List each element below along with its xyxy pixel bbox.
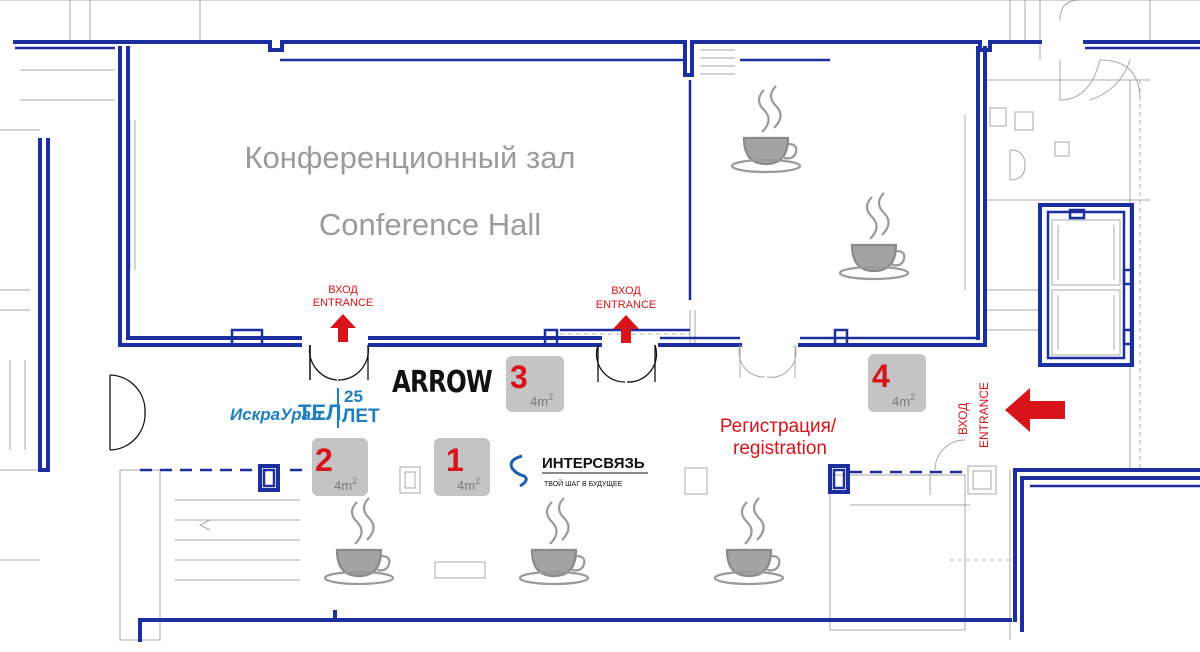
- booth-1-number: 1: [446, 442, 464, 478]
- booth-4-area-exp: 2: [910, 392, 915, 402]
- intersvyaz-logo: ИНТЕРСВЯЗЬ ТВОЙ ШАГ В БУДУЩЕЕ: [509, 454, 648, 488]
- registration-label-en: registration: [733, 438, 827, 459]
- booth-1[interactable]: 1 4m2: [434, 438, 490, 496]
- entrance-1-label-ru: ВХОД: [328, 284, 358, 296]
- entrance-3-label-en: ENTRANCE: [977, 382, 991, 448]
- arrow-logo-text: ARROW: [392, 365, 493, 400]
- coffee-cup-icon: [713, 496, 785, 586]
- iskraural-logo-25: 25: [344, 387, 363, 406]
- red-arrow-up-icon: [613, 315, 639, 343]
- booth-3-area: 4m2: [530, 392, 553, 409]
- intersvyaz-logo-swoosh-icon: [509, 454, 528, 488]
- hall-title-ru: Конференционный зал: [244, 140, 575, 175]
- booth-4-box: [868, 354, 926, 412]
- iskraural-logo-name: ИскраУрал: [230, 405, 322, 424]
- arrow-logo: ARROW: [392, 365, 494, 400]
- coffee-cup-icon: [518, 496, 590, 586]
- booth-3-number: 3: [510, 359, 528, 395]
- booth-2-area-exp: 2: [352, 476, 357, 486]
- registration-label-ru: Регистрация/: [720, 416, 837, 437]
- booth-1-area: 4m2: [457, 476, 480, 493]
- entrance-3-label-ru: ВХОД: [956, 403, 970, 435]
- coffee-cup-icon: [730, 84, 802, 174]
- booth-2-box: [312, 438, 368, 496]
- iskraural-logo-let: ЛЕТ: [342, 406, 380, 427]
- booth-3[interactable]: 3 4m2: [506, 356, 564, 412]
- booth-1-area-exp: 2: [475, 476, 480, 486]
- entrance-1-label-en: ENTRANCE: [313, 297, 374, 309]
- entrance-2-label-ru: ВХОД: [611, 285, 641, 297]
- booth-4-area: 4m2: [892, 392, 915, 409]
- intersvyaz-logo-tagline: ТВОЙ ШАГ В БУДУЩЕЕ: [544, 479, 623, 488]
- booth-2-number: 2: [315, 442, 333, 478]
- booth-4[interactable]: 4 4m2: [868, 354, 926, 412]
- iskraural-logo-tel: ТЕЛ: [298, 400, 342, 425]
- booth-3-box: [506, 356, 564, 412]
- booth-4-number: 4: [872, 358, 890, 394]
- walls: [13, 40, 1200, 642]
- hall-title-en: Conference Hall: [319, 207, 541, 242]
- booth-3-area-exp: 2: [548, 392, 553, 402]
- red-arrow-left-icon: [1005, 388, 1065, 432]
- coffee-cup-icon: [838, 191, 910, 281]
- booth-2-area: 4m2: [334, 476, 357, 493]
- entrance-1: ВХОД ENTRANCE: [313, 284, 374, 342]
- doors: [109, 59, 1131, 471]
- iskraural-logo: ИскраУрал ТЕЛ 25 ЛЕТ: [230, 387, 380, 428]
- red-arrow-up-icon: [330, 314, 356, 342]
- entrance-2: ВХОД ENTRANCE: [596, 285, 657, 343]
- booth-2[interactable]: 2 4m2: [312, 438, 368, 496]
- booth-1-box: [434, 438, 490, 496]
- intersvyaz-logo-name: ИНТЕРСВЯЗЬ: [542, 455, 645, 472]
- coffee-cup-icon: [323, 496, 395, 586]
- entrance-3: ВХОД ENTRANCE: [956, 382, 1065, 448]
- entrance-2-label-en: ENTRANCE: [596, 299, 657, 311]
